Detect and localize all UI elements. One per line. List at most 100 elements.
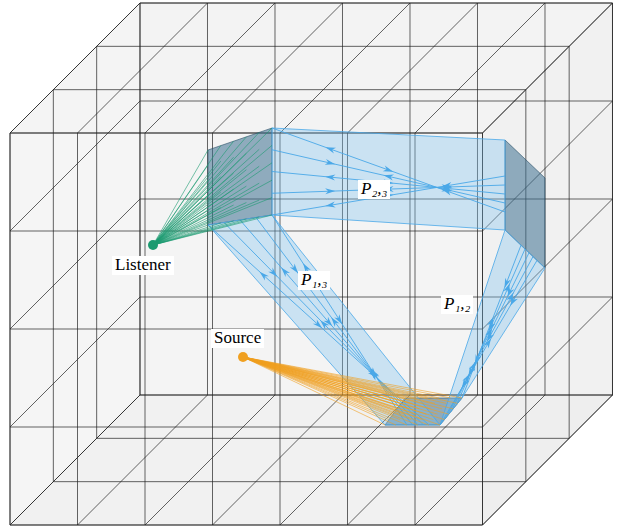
flow-arrowhead <box>475 354 481 364</box>
flow-arrowhead <box>383 165 393 171</box>
ray-line <box>243 357 451 398</box>
flow-arrowhead <box>281 267 290 277</box>
ray-line <box>243 357 433 420</box>
grid-line <box>53 481 526 482</box>
flow-arrowhead <box>504 278 510 288</box>
grid-line <box>348 3 478 133</box>
grid-line <box>53 89 526 90</box>
ray-line <box>243 357 458 403</box>
ray-line <box>153 137 246 245</box>
path-surface <box>272 128 505 230</box>
ray-line <box>153 166 259 245</box>
ray-line <box>153 180 272 245</box>
patches <box>208 128 545 425</box>
ray-line <box>153 161 221 245</box>
grid-line <box>10 133 483 134</box>
grid-line <box>280 3 410 133</box>
flow-line <box>272 176 505 215</box>
flow-line <box>224 223 424 426</box>
flow-arrowhead <box>290 264 298 274</box>
room-walls <box>10 3 612 525</box>
grid-line <box>415 3 545 133</box>
flow-line <box>440 260 537 425</box>
path-label: P₁,₃ <box>298 271 330 290</box>
grid-line <box>10 3 140 133</box>
flow-arrowhead <box>325 201 335 207</box>
path-surfaces <box>208 128 545 425</box>
listener-rays <box>148 128 272 250</box>
flow-arrowhead <box>323 317 332 327</box>
grid-line <box>140 3 613 4</box>
grid-line <box>140 101 613 102</box>
grid-line <box>140 297 613 298</box>
wall-face <box>10 3 612 133</box>
flow-line <box>446 257 534 419</box>
point-label: Source <box>211 329 264 348</box>
flow-line <box>208 225 429 425</box>
grid-line <box>213 395 343 525</box>
ray-line <box>243 357 442 409</box>
grid-line <box>97 46 569 47</box>
flow-line <box>272 128 505 212</box>
flow-arrowhead <box>334 314 342 324</box>
ray-line <box>153 132 259 245</box>
ray-line <box>153 145 272 245</box>
path-label: P₂,₃ <box>358 180 390 199</box>
point-label: Listener <box>112 256 174 275</box>
grid-line <box>10 3 140 133</box>
flow-arrowhead <box>326 147 336 153</box>
ray-line <box>243 357 444 420</box>
grid-line <box>10 395 140 525</box>
flow-arrowhead <box>260 272 269 281</box>
grid-line <box>10 525 483 526</box>
flow-line <box>240 220 418 425</box>
source-rays <box>238 352 462 425</box>
ray-line <box>153 163 272 245</box>
ray-line <box>153 170 246 245</box>
ray-line <box>153 186 246 245</box>
grid-line <box>483 3 613 133</box>
point-marker <box>238 352 248 362</box>
point-marker <box>148 240 158 250</box>
flow-arrowhead <box>371 368 379 378</box>
flow-line <box>462 245 521 398</box>
grid-line <box>78 3 208 133</box>
grid-line <box>10 101 140 231</box>
grid-line <box>10 427 483 428</box>
path-surface <box>440 230 545 425</box>
ray-line <box>153 128 272 245</box>
grid-line <box>10 395 140 525</box>
grid-line <box>97 438 569 439</box>
grid-line <box>483 3 613 133</box>
flow-line <box>457 249 526 405</box>
grid-line <box>483 395 613 525</box>
ray-line <box>243 357 438 414</box>
grid-line <box>10 133 483 134</box>
grid-line <box>10 525 483 526</box>
ray-line <box>153 141 234 245</box>
ray-line <box>243 357 385 425</box>
ray-line <box>153 149 259 245</box>
ray-line <box>243 357 446 403</box>
grid-line <box>140 3 613 4</box>
ray-line <box>153 215 272 245</box>
grid-line <box>145 3 275 133</box>
ray-line <box>243 357 462 398</box>
ray-line <box>243 357 449 414</box>
flow-arrowhead <box>325 188 335 194</box>
grid-line <box>483 395 613 525</box>
flow-line <box>451 253 529 412</box>
flow-arrowhead <box>325 175 335 181</box>
path-label: P₁,₂ <box>441 295 473 314</box>
path-surface <box>208 215 440 425</box>
flow-arrowhead <box>268 267 277 276</box>
ray-line <box>153 198 272 245</box>
flow-line <box>272 150 505 203</box>
grid-line <box>10 297 140 427</box>
flow-arrowhead <box>325 159 335 165</box>
grid-line <box>213 3 343 133</box>
ray-line <box>243 357 440 425</box>
ray-line <box>243 357 453 409</box>
